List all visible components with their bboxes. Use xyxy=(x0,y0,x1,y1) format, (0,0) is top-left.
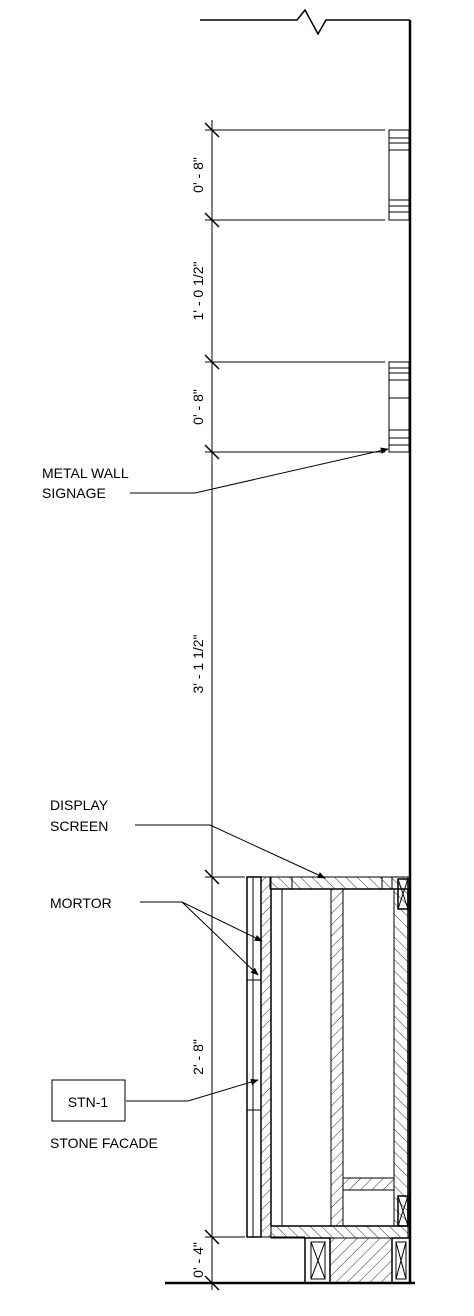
dim-text-6: 0' - 4" xyxy=(190,1242,206,1278)
note-display-screen-2: SCREEN xyxy=(50,818,108,834)
display-cabinet xyxy=(246,876,411,1284)
note-metal-wall-signage-1: METAL WALL xyxy=(42,465,129,481)
dimension-string xyxy=(204,120,385,1291)
signage-upper xyxy=(388,129,410,221)
note-mortor: MORTOR xyxy=(50,895,112,911)
dim-text-5: 2' - 8" xyxy=(190,1039,206,1075)
note-metal-wall-signage-2: SIGNAGE xyxy=(42,485,106,501)
dim-text-2: 1' - 0 1/2" xyxy=(190,261,206,320)
dim-text-1: 0' - 8" xyxy=(190,157,206,193)
dim-text-4: 3' - 1 1/2" xyxy=(190,634,206,693)
dim-text-3: 0' - 8" xyxy=(190,389,206,425)
stone-tag-box xyxy=(51,1079,126,1122)
leaders xyxy=(126,447,389,1102)
note-display-screen-1: DISPLAY xyxy=(50,797,109,813)
note-stone-facade: STONE FACADE xyxy=(50,1135,158,1151)
signage-lower xyxy=(388,361,410,453)
stone-tag-text: STN-1 xyxy=(68,1094,109,1110)
